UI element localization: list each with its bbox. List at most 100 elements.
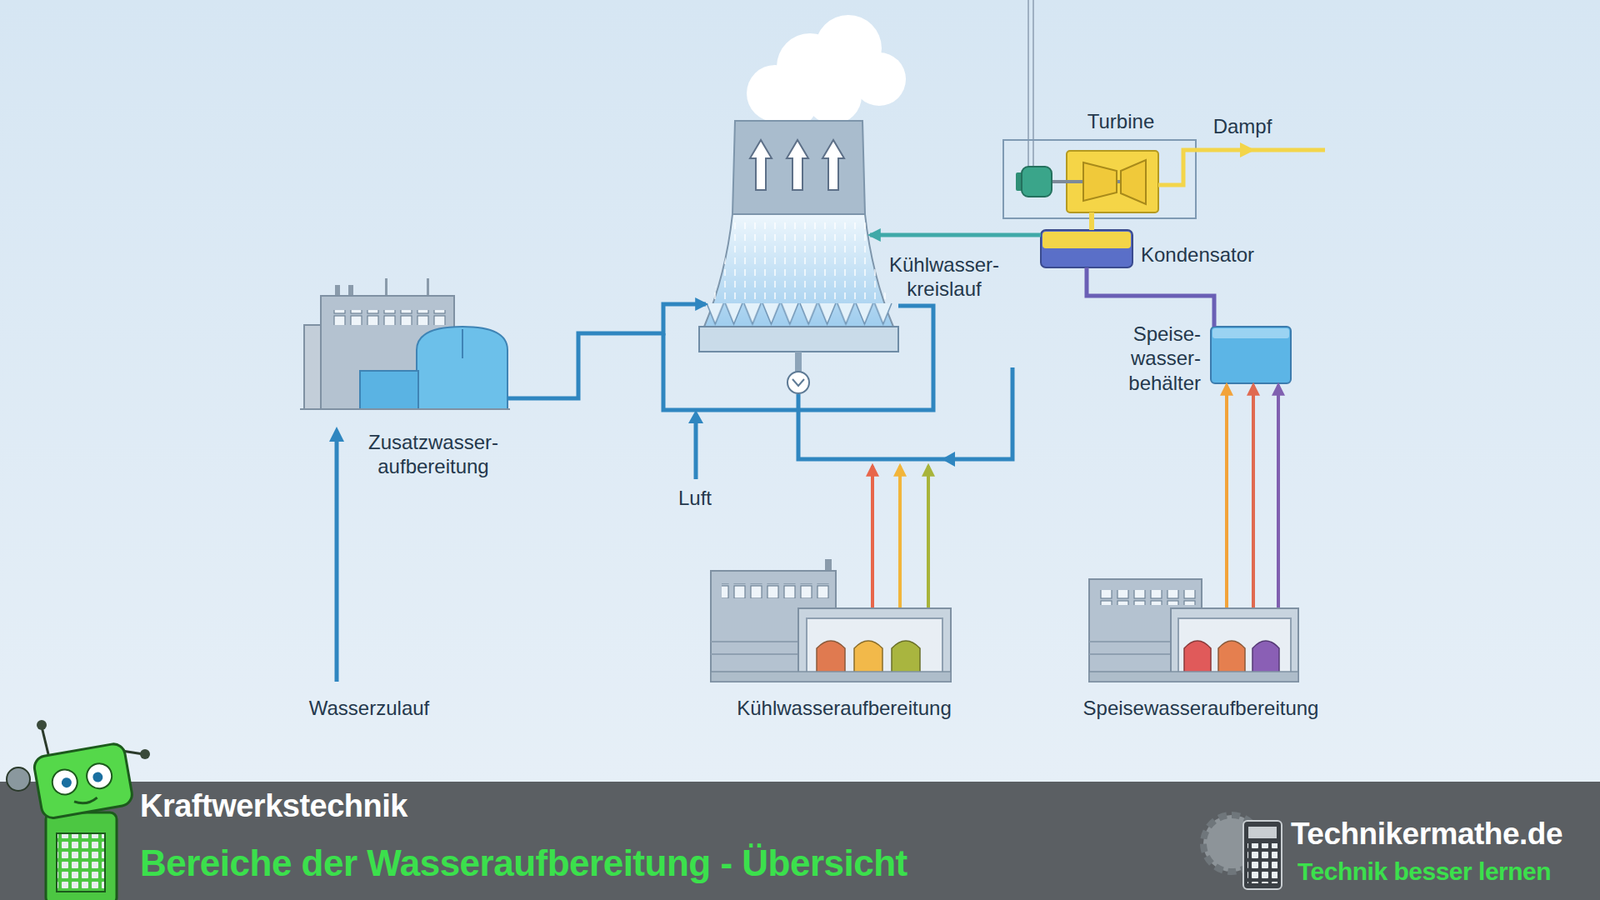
makeup-building-drawing [335,285,340,297]
treatment-building: Speisewasseraufbereitung [1089,569,1299,682]
site-logo [1203,815,1282,890]
robot-mascot [85,761,115,791]
turbine-drawing [1032,0,1035,167]
makeup-building-drawing [331,310,449,325]
flow-connector [1276,385,1280,608]
cooling-treatment-building-drawing [710,559,951,682]
feedwater-treatment-building-drawing [1170,608,1299,682]
cooling-treatment-building-drawing [710,653,799,655]
water-pipe [694,420,699,480]
title-bar [0,781,1600,900]
brand-name: Technikermathe.de [1290,818,1563,850]
condenser-drawing [1040,230,1133,268]
flow-arrowhead [941,451,955,467]
robot-mascot [140,749,150,760]
flow-connector [1225,385,1229,608]
makeup-building-drawing [416,326,508,410]
flow-connector [1251,385,1255,608]
robot-mascot [60,776,73,789]
cooling-treatment-building-drawing [816,640,845,674]
feedwater-tank-drawing [1210,326,1291,384]
cooling-tower-drawing [699,120,899,394]
turbine: Turbine [1003,140,1196,219]
feedwater-tank: Speise- wasser- behälter [1210,326,1291,384]
flow-connector [926,465,930,608]
feedwater-treatment-building-drawing [1089,640,1171,643]
robot-mascot [56,833,105,892]
cooling-tower-drawing [787,371,810,394]
cooling-tower-drawing [786,140,809,190]
brand-slogan: Technik besser lernen [1297,859,1551,885]
makeup-building-drawing [360,370,419,410]
site-logo [1243,820,1282,890]
cooling-treatment-building-drawing [710,671,951,682]
cooling-treatment-building-drawing [891,640,920,674]
site-logo [1248,826,1277,839]
cooling-tower-drawing [732,120,865,215]
robot-mascot [32,742,134,820]
cooling-treatment-building-drawing [798,608,951,682]
feedwater-treatment-building-drawing [1098,590,1199,605]
flow-connector [870,233,1041,238]
feedwater-tank-drawing [1210,326,1291,384]
flow-arrowhead [688,410,704,424]
feedwater-treatment-building-drawing [1089,671,1299,682]
feedwater-treatment-building-drawing [1252,640,1280,674]
cooling-tower-drawing [792,379,805,386]
robot-mascot [91,771,104,784]
robot-mascot [41,726,49,755]
condenser: Kondensator [1040,230,1133,268]
cooling-tower-drawing [750,140,772,190]
flow-arrowhead [329,426,345,442]
cooling-treatment-building-drawing [854,640,883,674]
water-pipe [336,305,1013,682]
water-pipe [798,367,1013,460]
treatment-building: Zusatzwasser- aufbereitung [304,283,508,410]
cooling-treatment-building-drawing [806,618,943,674]
flow-connector [1089,212,1095,230]
makeup-building-drawing [461,329,464,359]
node-label: Kühlwasseraufbereitung [736,695,952,720]
steam-cloud [746,15,906,127]
cooling-tower: Kühlwasser- kreislauf [699,120,899,352]
cooling-tower-drawing [707,218,890,300]
node-label: Speise- wasser- behälter [1128,321,1201,395]
condenser-drawing [1040,230,1133,268]
steam-line [1158,142,1325,185]
cooling-tower-drawing [822,140,845,190]
robot-mascot [6,720,150,900]
makeup-building-drawing [348,285,354,297]
robot-mascot [36,720,47,730]
cooling-tower-drawing [704,214,894,327]
feedwater-treatment-building-drawing [1184,640,1211,674]
makeup-building-drawing [426,278,430,297]
diagram-title: Bereiche der Wasseraufbereitung - Übersi… [140,845,908,882]
robot-mascot [45,812,117,900]
node-label: Zusatzwasser- aufbereitung [368,430,499,480]
makeup-building-drawing [300,408,510,410]
node-label: Kühlwasser- kreislauf [889,252,1000,302]
flow-connector [870,465,875,608]
feedwater-treatment-building-drawing [1178,618,1291,674]
steam-line [1240,142,1255,158]
robot-mascot [74,797,98,805]
cooling-tower-drawing [795,351,802,372]
category-text: Kraftwerkstechnik [140,790,408,822]
node-label: Speisewasseraufbereitung [1083,695,1320,720]
cooling-treatment-building-drawing [710,640,799,643]
turbine-drawing [1003,140,1196,219]
feedwater-treatment-building-drawing [1089,579,1299,682]
condenser-drawing [1042,231,1131,249]
feedwater-tank-drawing [1212,328,1290,339]
cooling-tower-drawing [699,326,899,352]
turbine-drawing [1083,162,1117,201]
flow-connector [898,465,902,608]
feedwater-treatment-building-drawing [1218,640,1245,674]
background [0,0,1600,782]
treatment-building: Kühlwasseraufbereitung [710,559,951,682]
site-logo [1247,843,1278,884]
robot-mascot [50,767,80,797]
